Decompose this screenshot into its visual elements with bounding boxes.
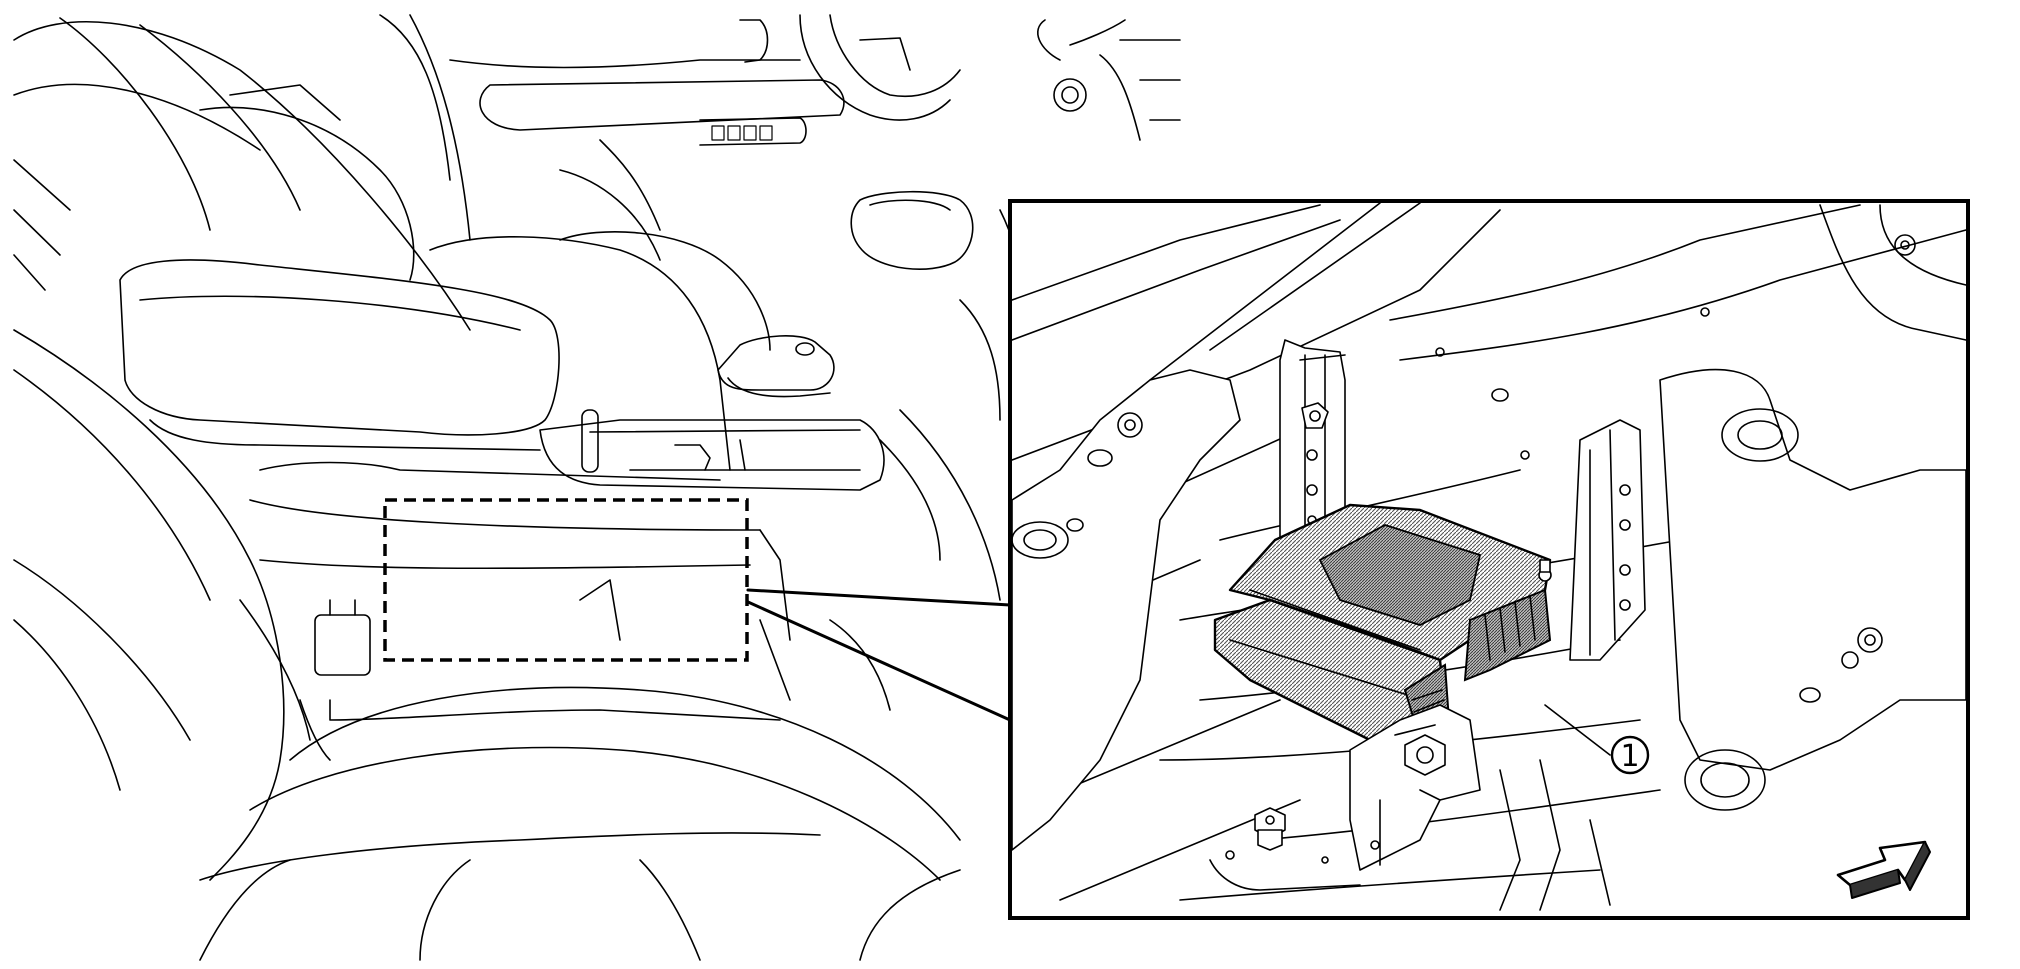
front-direction-arrow-icon: [1836, 840, 1931, 899]
leader-line: [746, 588, 1012, 607]
location-highlight-box: [383, 498, 749, 662]
callout-leader-line: [1544, 704, 1611, 756]
interior-overview-drawing: [13, 14, 1181, 961]
callout-1-number: 1: [1620, 739, 1639, 774]
callout-1: 1: [1610, 735, 1650, 775]
airbag-diagnosis-sensor-unit: [1213, 503, 1552, 742]
detail-view: 1: [1008, 199, 1970, 920]
